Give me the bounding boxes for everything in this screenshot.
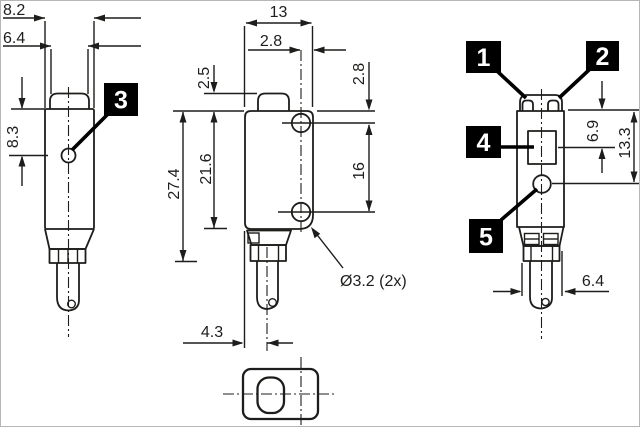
callout-5-marker — [469, 219, 503, 253]
front-view-gland-notch — [247, 232, 260, 244]
side-view-cap — [49, 92, 90, 109]
dim-rear-gland-width-label: 6.4 — [582, 273, 604, 290]
dim-front-hole-offset-x-label: 2.8 — [260, 33, 282, 50]
dim-6-9-lines — [558, 81, 639, 173]
dim-21-6-lines — [173, 110, 244, 230]
callouts: 1 2 3 4 5 — [70, 41, 619, 253]
callout-5-leader — [499, 187, 539, 222]
dim-13-3-lines — [552, 112, 639, 185]
dim-side-cap-width-label: 6.4 — [3, 30, 25, 47]
dim-front-hole-diameter-label: Ø3.2 (2x) — [340, 273, 407, 290]
front-view-cable-end — [268, 298, 278, 308]
side-view-nut-flats — [57, 249, 79, 263]
dim-front-hole-offset-y-label: 2.8 — [351, 63, 368, 85]
rear-view-cap — [519, 94, 563, 111]
callout-3-leader — [70, 112, 110, 152]
rear-view — [516, 89, 565, 339]
dim-rear-indicator-offset-label: 13.3 — [617, 127, 634, 158]
rear-view-gland-nut — [522, 245, 561, 262]
bottom-view — [223, 357, 334, 425]
dim-side-body-width-label: 8.2 — [3, 2, 25, 19]
front-view-nut-flats — [257, 245, 280, 261]
callout-3-number: 3 — [114, 87, 128, 115]
rear-view-cable — [529, 261, 553, 310]
rear-view-nut-flats — [530, 246, 554, 261]
dim-front-cable-offset-label: 4.3 — [201, 324, 223, 341]
front-view — [244, 50, 375, 351]
front-view-gland-nut — [249, 244, 287, 262]
callout-2-number: 2 — [596, 43, 610, 71]
side-view-cable-end — [66, 299, 76, 309]
bottom-view-outline — [241, 367, 320, 421]
dim-8-2-lines — [3, 17, 141, 108]
rear-view-led-window-right — [547, 99, 560, 111]
side-view-gland-taper — [44, 228, 95, 250]
dim-hole-diameter-leader — [313, 231, 344, 269]
front-view-cable — [256, 261, 279, 310]
dim-rear-adjuster-offset-label: 6.9 — [585, 120, 602, 142]
side-view-body — [44, 108, 95, 230]
dim-side-lens-offset-label: 8.3 — [5, 126, 22, 148]
dim-front-width-label: 13 — [270, 4, 288, 21]
dim-front-cap-height-label: 2.5 — [196, 67, 213, 89]
dim-6-4-rear-lines — [493, 251, 609, 296]
side-view-lens-axis — [60, 147, 77, 164]
rear-view-indicator — [532, 174, 552, 194]
dim-4-3-lines — [183, 231, 293, 348]
dim-27-4-lines — [175, 112, 197, 263]
callout-4-number: 4 — [477, 129, 491, 157]
callout-3-marker — [104, 83, 138, 116]
dim-front-body-height-label: 21.6 — [198, 153, 215, 184]
callout-5-number: 5 — [479, 224, 493, 252]
callout-1-marker — [466, 41, 501, 73]
side-view — [44, 87, 95, 337]
dim-8-3-lines — [9, 77, 48, 186]
callout-4-marker — [466, 126, 501, 158]
callout-2-leader — [557, 67, 592, 100]
bottom-view-cable-opening — [256, 376, 286, 415]
side-view-cable — [56, 263, 80, 312]
front-view-cap — [257, 92, 290, 111]
rear-view-led-window-left — [521, 99, 534, 111]
callout-2-marker — [586, 41, 619, 71]
dim-front-total-height-label: 27.4 — [166, 168, 183, 199]
rear-view-body — [516, 110, 565, 228]
rear-view-cable-end — [541, 297, 550, 307]
dim-front-hole-spacing-label: 16 — [351, 162, 368, 180]
callout-1-number: 1 — [477, 44, 491, 72]
dim-6-4-side-lines — [3, 45, 141, 94]
callout-1-leader — [495, 69, 528, 100]
dimensions: 8.2 6.4 8.3 13 2.8 2.5 21.6 27 — [3, 2, 639, 348]
front-view-body — [244, 110, 314, 230]
